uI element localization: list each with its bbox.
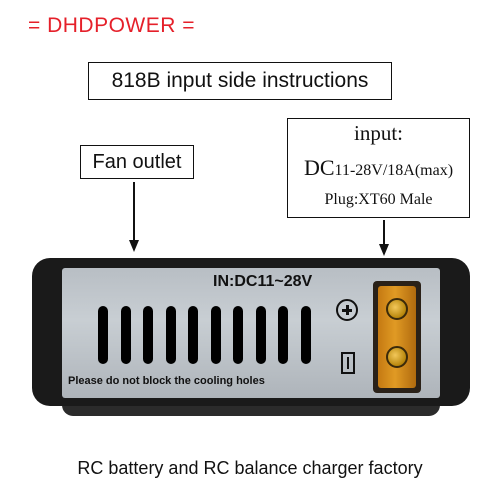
vent-slot — [98, 306, 108, 364]
vent-slot — [120, 306, 131, 364]
vent-slot — [165, 306, 176, 364]
instructions-title: 818B input side instructions — [88, 62, 392, 100]
vent-slot — [210, 306, 221, 364]
footer-caption: RC battery and RC balance charger factor… — [77, 458, 423, 478]
input-voltage-value: 11-28V/18A(max) — [334, 162, 454, 179]
input-arrow-line — [383, 220, 385, 246]
instructions-title-text: 818B input side instructions — [111, 69, 369, 92]
fan-arrow-line — [133, 182, 135, 242]
input-spec-callout: input: DC11-28V/18A(max) Plug:XT60 Male — [287, 118, 470, 218]
xt60-pin-positive — [386, 298, 408, 320]
vent-slot — [233, 306, 243, 364]
xt60-pin-negative — [386, 346, 408, 368]
input-voltage: DC11-28V/18A(max) — [288, 155, 469, 181]
input-arrow-head — [379, 244, 389, 256]
vent-slot — [188, 306, 198, 364]
brand-title: = DHDPOWER = — [28, 14, 196, 37]
fan-outlet-callout: Fan outlet — [80, 145, 194, 179]
vent-slot — [300, 306, 311, 364]
minus-icon — [341, 352, 355, 374]
panel-input-label: IN:DC11~28V — [213, 273, 313, 290]
vent-slot — [255, 306, 266, 364]
plus-icon — [336, 299, 358, 321]
cooling-warning: Please do not block the cooling holes — [68, 375, 265, 387]
input-plug: Plug:XT60 Male — [324, 191, 433, 208]
input-voltage-prefix: DC — [303, 155, 335, 180]
fan-arrow-head — [129, 240, 139, 252]
vent-slot — [143, 306, 153, 364]
input-heading: input: — [353, 121, 403, 145]
vent-slot — [278, 306, 288, 364]
fan-outlet-label: Fan outlet — [92, 150, 182, 173]
